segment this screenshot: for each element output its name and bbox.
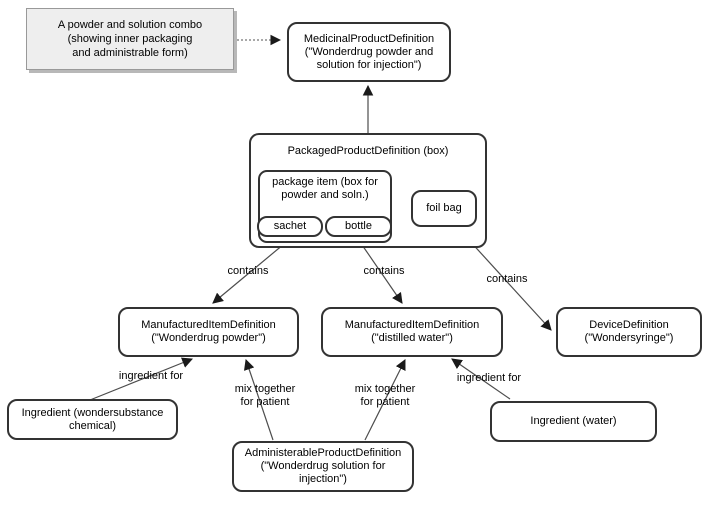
node-ingredient-water: Ingredient (water)	[490, 401, 657, 442]
annotation-note: A powder and solution combo (showing inn…	[26, 8, 234, 70]
edge-label-contains-bottle: contains	[363, 265, 405, 277]
edge-label-mix-together-powder: mix together for patient	[234, 383, 296, 408]
edge-label-contains-sachet: contains	[227, 265, 269, 277]
packaged-product-label: PackagedProductDefinition (box)	[287, 145, 449, 157]
edge-label-contains-foil-bag: contains	[486, 273, 528, 285]
node-medicinal-product-definition: MedicinalProductDefinition ("Wonderdrug …	[287, 22, 451, 82]
node-foil-bag: foil bag	[411, 190, 477, 227]
node-manufactured-item-water: ManufacturedItemDefinition ("distilled w…	[321, 307, 503, 357]
node-device-definition: DeviceDefinition ("Wondersyringe")	[556, 307, 702, 357]
node-ingredient-chemical: Ingredient (wondersubstance chemical)	[7, 399, 178, 440]
node-packaged-product-definition: PackagedProductDefinition (box) package …	[249, 133, 487, 248]
node-administerable-product-definition: AdministerableProductDefinition ("Wonder…	[232, 441, 414, 492]
edge-label-ingredient-for-powder: ingredient for	[118, 370, 184, 382]
node-manufactured-item-powder: ManufacturedItemDefinition ("Wonderdrug …	[118, 307, 299, 357]
edge-label-ingredient-for-water: ingredient for	[456, 372, 522, 384]
node-sachet: sachet	[257, 216, 323, 237]
edge-label-mix-together-water: mix together for patient	[354, 383, 416, 408]
node-bottle: bottle	[325, 216, 392, 237]
